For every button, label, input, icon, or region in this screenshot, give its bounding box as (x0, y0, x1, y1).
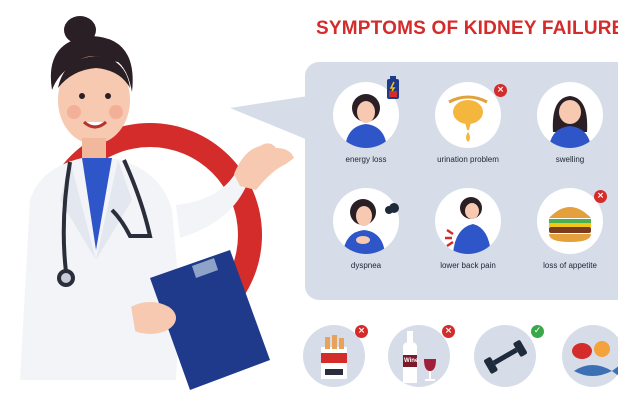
avoid-badge-icon: × (494, 84, 507, 97)
symptom-lower-back-pain: lower back pain (428, 188, 508, 270)
tip-cigarettes (303, 325, 365, 387)
avoid-badge-icon: × (355, 325, 368, 338)
symptom-label: dyspnea (350, 261, 382, 270)
breath-cloud-icon (385, 203, 399, 214)
symptom-energy-loss: energy loss (326, 76, 406, 164)
swollen-face-icon (549, 96, 591, 148)
tired-woman-icon (345, 94, 387, 148)
doctor-illustration (20, 16, 308, 390)
urination-problem-circle (435, 82, 501, 148)
tip-healthy-food (562, 325, 618, 387)
wine-icon (403, 331, 436, 383)
check-badge-icon: ✓ (531, 325, 544, 338)
symptom-label: lower back pain (440, 261, 496, 270)
symptom-urination-problem: × urination problem (428, 82, 508, 164)
avoid-badge-icon: × (594, 190, 607, 203)
symptom-swelling: swelling (530, 82, 610, 164)
bladder-icon (448, 95, 488, 142)
symptom-label: swelling (555, 155, 585, 164)
lower-back-pain-circle (435, 188, 501, 254)
breathless-woman-icon (343, 199, 385, 254)
dumbbell-icon (484, 340, 527, 374)
avoid-badge-icon: × (442, 325, 455, 338)
symptom-label: loss of appetite (543, 261, 597, 270)
tip-wine: Wine (388, 325, 450, 387)
tip-exercise (474, 325, 536, 387)
energy-loss-circle (333, 82, 399, 148)
wine-label: Wine (404, 358, 419, 364)
symptom-label: energy loss (345, 155, 387, 164)
swelling-circle (537, 82, 603, 148)
loss-of-appetite-circle (537, 188, 603, 254)
back-pain-icon (445, 197, 491, 254)
dyspnea-circle (333, 188, 399, 254)
symptom-loss-of-appetite: × loss of appetite (530, 188, 610, 270)
low-battery-icon (387, 76, 399, 99)
page-title: SYMPTOMS OF KIDNEY FAILURE (316, 18, 618, 39)
cigarettes-icon (321, 335, 347, 379)
symptom-label: urination problem (437, 155, 499, 164)
symptom-dyspnea: dyspnea (326, 188, 406, 270)
burger-icon (549, 207, 591, 242)
healthy-food-icon (572, 341, 618, 376)
